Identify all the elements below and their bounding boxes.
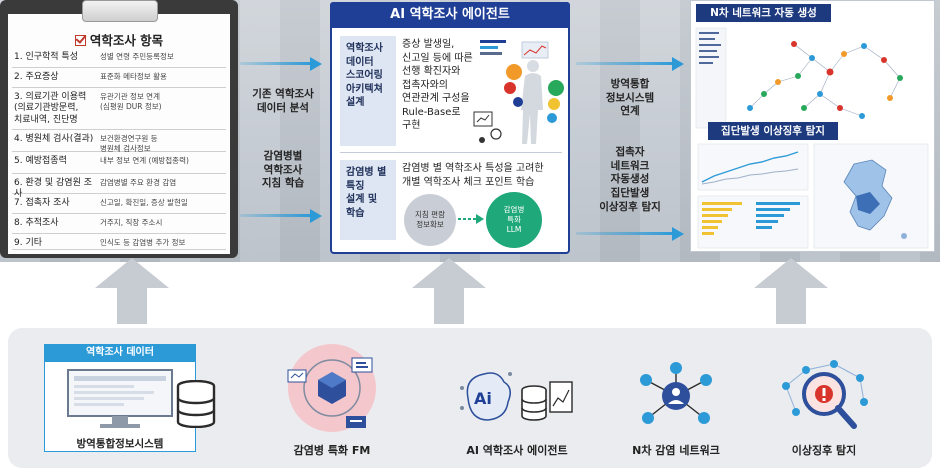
label-fm: 감염병 특화 FM	[293, 444, 371, 457]
arrow-lower-left	[240, 214, 312, 217]
database-icon	[176, 380, 216, 428]
network-graph-screen	[694, 24, 932, 132]
checklist-item-value: 감염병별 주요 환경 감염	[100, 178, 177, 187]
checklist-row: 6. 환경 및 감염원 조사 감염병별 주요 환경 감염	[12, 176, 226, 199]
monitor-icon	[67, 369, 173, 428]
checklist-row: 9. 기타 인식도 등 감염병 추가 정보	[12, 236, 226, 250]
label-network: N차 감염 네트워크	[632, 444, 720, 457]
checklist-row: 7. 접촉자 조사 신고일, 확진일, 증상 발현일	[12, 196, 226, 214]
foundation-model-icon	[287, 344, 376, 432]
bubble-arrow	[458, 214, 484, 224]
checklist-item-label: 9. 기타	[14, 238, 43, 248]
checklist-item-label: 6. 환경 및 감염원 조사	[14, 178, 92, 200]
network-screen-title: N차 네트워크 자동 생성	[696, 4, 831, 22]
ai-agent-icon: Ai	[460, 372, 573, 421]
checklist-item-value: 보건환경연구원 등 병원체 검사정보	[100, 134, 158, 154]
checklist-row: 3. 의료기관 이용력 (의료기관방문력, 치료내역, 진단명 유관기관 정보 연…	[12, 90, 226, 130]
checkbox-icon	[74, 35, 86, 46]
flow-text-upper-right: 방역통합 정보시스템 연계	[605, 78, 655, 118]
label-anomaly: 이상징후 탐지	[791, 444, 857, 457]
ai-tag-scoring: 역학조사 데이터 스코어링 아키텍쳐 설계	[340, 36, 396, 146]
up-arrow-2	[412, 258, 486, 324]
anomaly-screen-title: 집단발생 이상징후 탐지	[708, 122, 838, 140]
label-ai-agent: AI 역학조사 에이전트	[466, 444, 568, 457]
flow-text-upper-left: 기존 역학조사 데이터 분석	[252, 88, 314, 114]
network-icon	[640, 362, 712, 424]
arrow-lower-right	[576, 232, 674, 235]
data-card-caption: 방역통합정보시스템	[76, 438, 164, 450]
arrow-head-lower-left	[310, 209, 322, 223]
up-arrow-3	[754, 258, 828, 324]
checklist-item-value: 유관기관 정보 연계 (심평원 DUR 정보)	[100, 92, 162, 112]
arrow-upper-left	[240, 62, 312, 65]
ai-divider	[340, 152, 562, 153]
checklist-item-label: 2. 주요증상	[14, 72, 59, 82]
checklist-item-value: 인식도 등 감염병 추가 정보	[100, 238, 186, 247]
arrow-head-upper-right	[672, 57, 684, 71]
checklist-item-label: 5. 예방접종력	[14, 156, 67, 166]
checklist-row: 1. 인구학적 특성 성별 연령 주민등록정보	[12, 50, 226, 68]
anomaly-detection-icon	[782, 360, 868, 429]
checklist-row: 2. 주요증상 표준화 메타정보 활용	[12, 70, 226, 88]
arrow-upper-right	[576, 62, 674, 65]
checklist-item-label: 8. 추적조사	[14, 218, 59, 228]
checklist-item-value: 거주지, 직장 주소시	[100, 218, 163, 227]
checklist-item-value: 신고일, 확진일, 증상 발현일	[100, 198, 188, 207]
checklist-row: 4. 병원체 검사(결과) 보건환경연구원 등 병원체 검사정보	[12, 132, 226, 154]
ai-agent-title: AI 역학조사 에이전트	[330, 2, 570, 28]
clipboard-title: 역학조사 항목	[8, 30, 230, 49]
clipboard-paper	[8, 14, 230, 254]
svg-text:Ai: Ai	[474, 389, 492, 408]
clipboard-clamp	[82, 0, 158, 22]
ai-desc-scoring: 증상 발생일, 신고일 등에 따른 선행 확진자와 접촉자와의 연관관계 구성을…	[402, 39, 473, 131]
data-card-title: 역학조사 데이터	[44, 344, 196, 362]
human-analysis-illustration	[473, 40, 564, 144]
checklist-item-value: 내부 정보 연계 (예방접종력)	[100, 156, 189, 165]
checklist-item-label: 1. 인구학적 특성	[14, 52, 78, 62]
ai-tag-learning: 감염병 별 특징 설계 및 학습	[340, 160, 396, 240]
arrow-head-lower-right	[672, 227, 684, 241]
arrow-head-upper-left	[310, 57, 322, 71]
checklist-item-label: 4. 병원체 검사(결과)	[14, 134, 94, 144]
guideline-bubble: 지침 편람 정보확보	[404, 194, 456, 246]
clipboard-title-text: 역학조사 항목	[89, 33, 164, 48]
flow-text-lower-left: 감염병별 역학조사 지침 학습	[261, 150, 305, 190]
checklist-row: 8. 추적조사 거주지, 직장 주소시	[12, 216, 226, 234]
checklist-item-label: 7. 접촉자 조사	[14, 198, 70, 208]
anomaly-dashboard-screen	[694, 142, 932, 250]
checklist-row: 5. 예방접종력 내부 정보 연계 (예방접종력)	[12, 154, 226, 174]
up-arrow-1	[95, 258, 169, 324]
flow-text-lower-right: 접촉자 네트워크 자동생성 집단발생 이상징후 탐지	[599, 146, 661, 213]
llm-bubble: 감염병 특화 LLM	[486, 192, 542, 248]
checklist-item-label: 3. 의료기관 이용력 (의료기관방문력, 치료내역, 진단명	[14, 92, 87, 125]
checklist-item-value: 성별 연령 주민등록정보	[100, 52, 174, 61]
ai-desc-learning: 감염병 별 역학조사 특성을 고려한 개별 역학조사 체크 포인트 학습	[402, 163, 544, 188]
checklist-item-value: 표준화 메타정보 활용	[100, 72, 167, 81]
